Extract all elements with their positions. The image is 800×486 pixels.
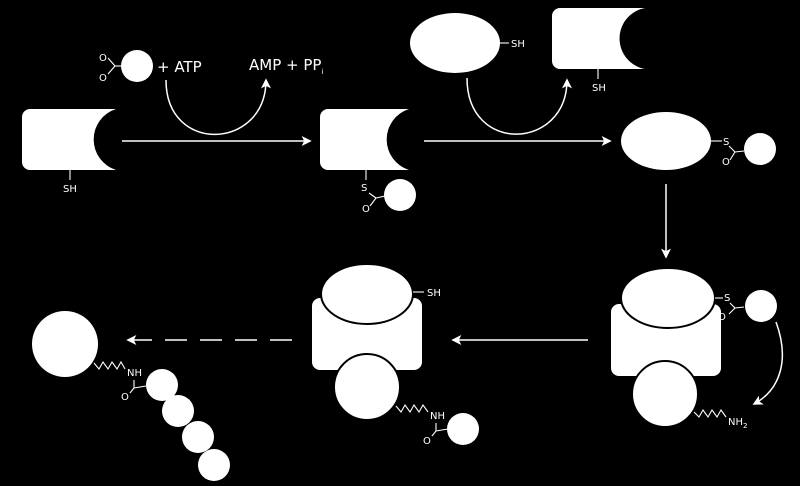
e1-o-label: O	[362, 204, 370, 215]
polyubiquitin-4	[198, 449, 230, 481]
e2-s-label: S	[723, 137, 729, 148]
atp-hydrolysis-arrow	[165, 78, 271, 136]
isopeptide-o-label: O	[423, 436, 431, 447]
e3-complex-monoubiquitinated: SH NH O	[312, 263, 479, 447]
e1-s-label: S	[361, 183, 367, 194]
e1-e2-transfer-arrow	[466, 77, 572, 135]
e1-released-sh-label: SH	[592, 83, 606, 94]
e3-s-label: S	[724, 293, 730, 304]
e3-sh-label: SH	[427, 288, 441, 299]
polyubiquitinated-substrate: NH O	[32, 311, 230, 481]
polyubiquitin-1	[146, 369, 178, 401]
e1-enzyme-released: SH	[552, 8, 645, 94]
lysine-attack-arrow	[752, 321, 784, 405]
e1-enzyme-free: SH	[22, 109, 116, 195]
polyubiquitin-3	[182, 421, 214, 453]
atp-label: + ATP	[157, 58, 202, 76]
isopeptide-nh-label: NH	[430, 411, 445, 422]
amp-ppi-label: AMP + PPi	[249, 56, 323, 76]
e2-enzyme-free: SH	[410, 13, 525, 73]
ubiquitin-on-e3-complex	[745, 290, 777, 322]
e2-sh-label: SH	[511, 39, 525, 50]
ubiquitin-on-e2	[744, 133, 776, 165]
polyubiquitin-2	[162, 395, 194, 427]
e1-ubiquitin-thioester: S O	[320, 109, 416, 215]
poly-nh-label: NH	[127, 368, 142, 379]
e1-sh-label: SH	[63, 184, 77, 195]
ubiquitin-attached	[447, 413, 479, 445]
carboxyl-o-top: O	[99, 53, 107, 64]
e3-complex-with-e2-ubiquitin: S O NH2	[611, 267, 777, 430]
carboxyl-o-bottom: O	[99, 73, 107, 84]
e2-o-label: O	[722, 157, 730, 168]
e3-o-label: O	[718, 312, 726, 323]
poly-o-label: O	[121, 392, 129, 403]
ubiquitin-carboxylate: O O	[99, 50, 153, 84]
lysine-nh2-label: NH2	[728, 417, 747, 430]
ubiquitin-on-e1	[384, 179, 416, 211]
e2-ubiquitin-thioester: S O	[621, 112, 776, 170]
